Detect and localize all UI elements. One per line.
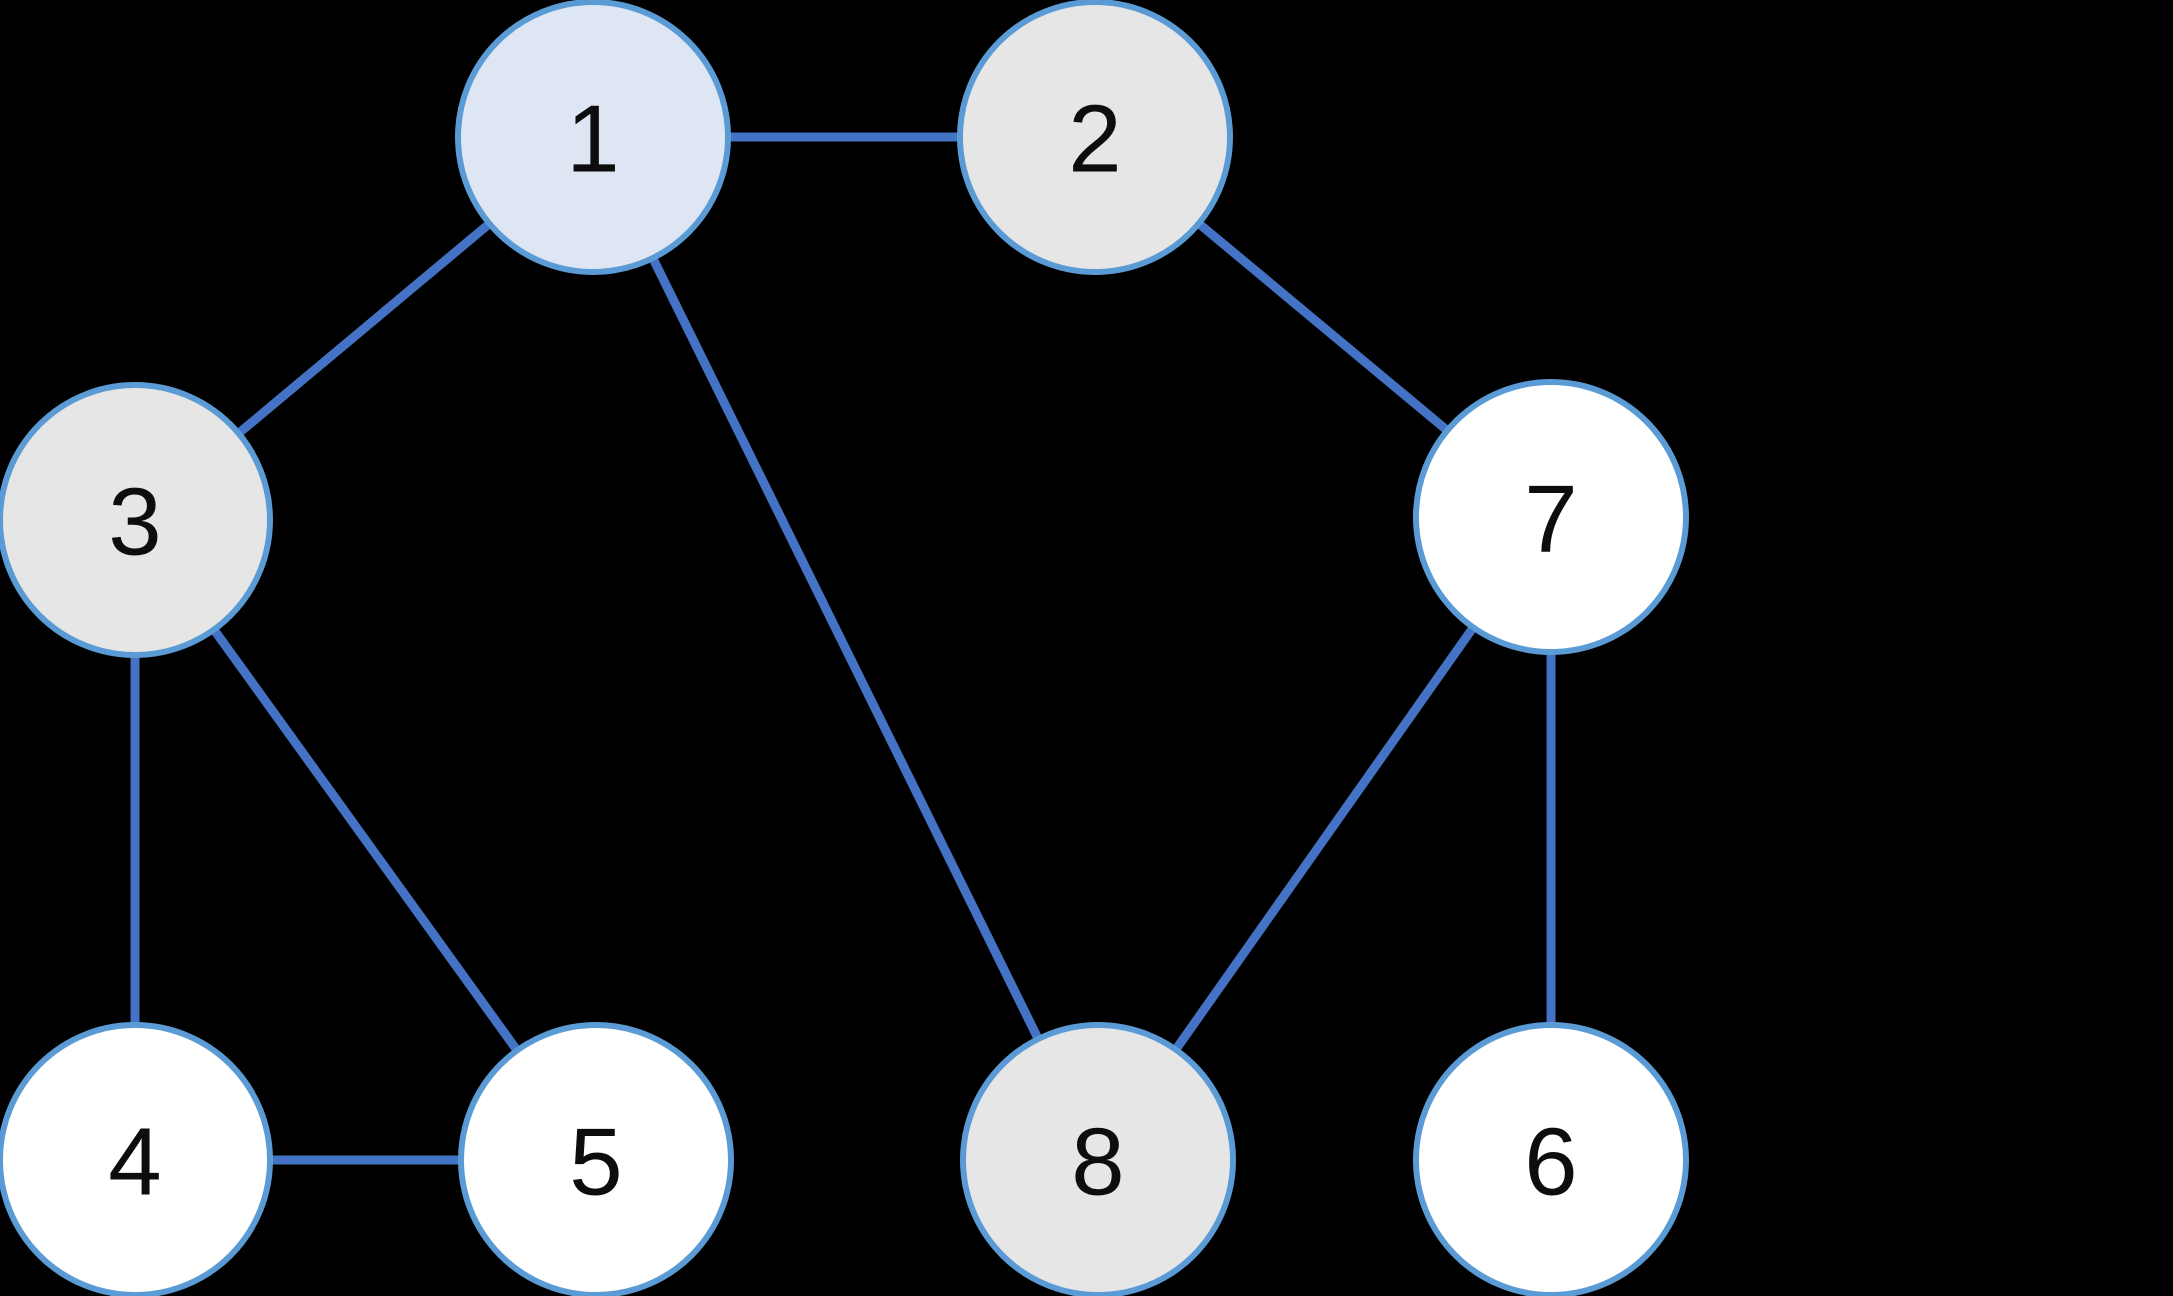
graph-edge-3-5[interactable]	[209, 625, 522, 1055]
node-circle-2[interactable]	[957, 0, 1233, 275]
node-label-1: 1	[566, 86, 619, 193]
node-label-7: 7	[1524, 466, 1577, 573]
node-label-4: 4	[108, 1109, 161, 1216]
graph-edge-7-8[interactable]	[1170, 623, 1479, 1054]
node-circle-6[interactable]	[1413, 1022, 1689, 1296]
graph-node-4[interactable]: 4	[0, 1022, 273, 1296]
graph-edge-1-3[interactable]	[234, 218, 494, 439]
graph-node-1[interactable]: 1	[455, 0, 731, 275]
graph-node-6[interactable]: 6	[1413, 1022, 1689, 1296]
node-circle-8[interactable]	[960, 1022, 1236, 1296]
graph-node-2[interactable]: 2	[957, 0, 1233, 275]
node-circle-7[interactable]	[1413, 379, 1689, 655]
graph-edge-2-7[interactable]	[1194, 218, 1452, 436]
node-label-3: 3	[108, 469, 161, 576]
graph-node-7[interactable]: 7	[1413, 379, 1689, 655]
node-label-6: 6	[1524, 1109, 1577, 1216]
node-layer: 1 2 3 7 4 5 8 6	[0, 0, 1689, 1296]
graph-node-3[interactable]: 3	[0, 382, 273, 658]
edge-layer	[130, 132, 1556, 1165]
node-circle-4[interactable]	[0, 1022, 273, 1296]
node-circle-5[interactable]	[458, 1022, 734, 1296]
graph-node-5[interactable]: 5	[458, 1022, 734, 1296]
node-circle-1[interactable]	[455, 0, 731, 275]
node-label-8: 8	[1071, 1109, 1124, 1216]
node-label-5: 5	[569, 1109, 622, 1216]
node-label-2: 2	[1068, 86, 1121, 193]
graph-node-8[interactable]: 8	[960, 1022, 1236, 1296]
node-circle-3[interactable]	[0, 382, 273, 658]
graph-edge-1-8[interactable]	[647, 254, 1044, 1043]
